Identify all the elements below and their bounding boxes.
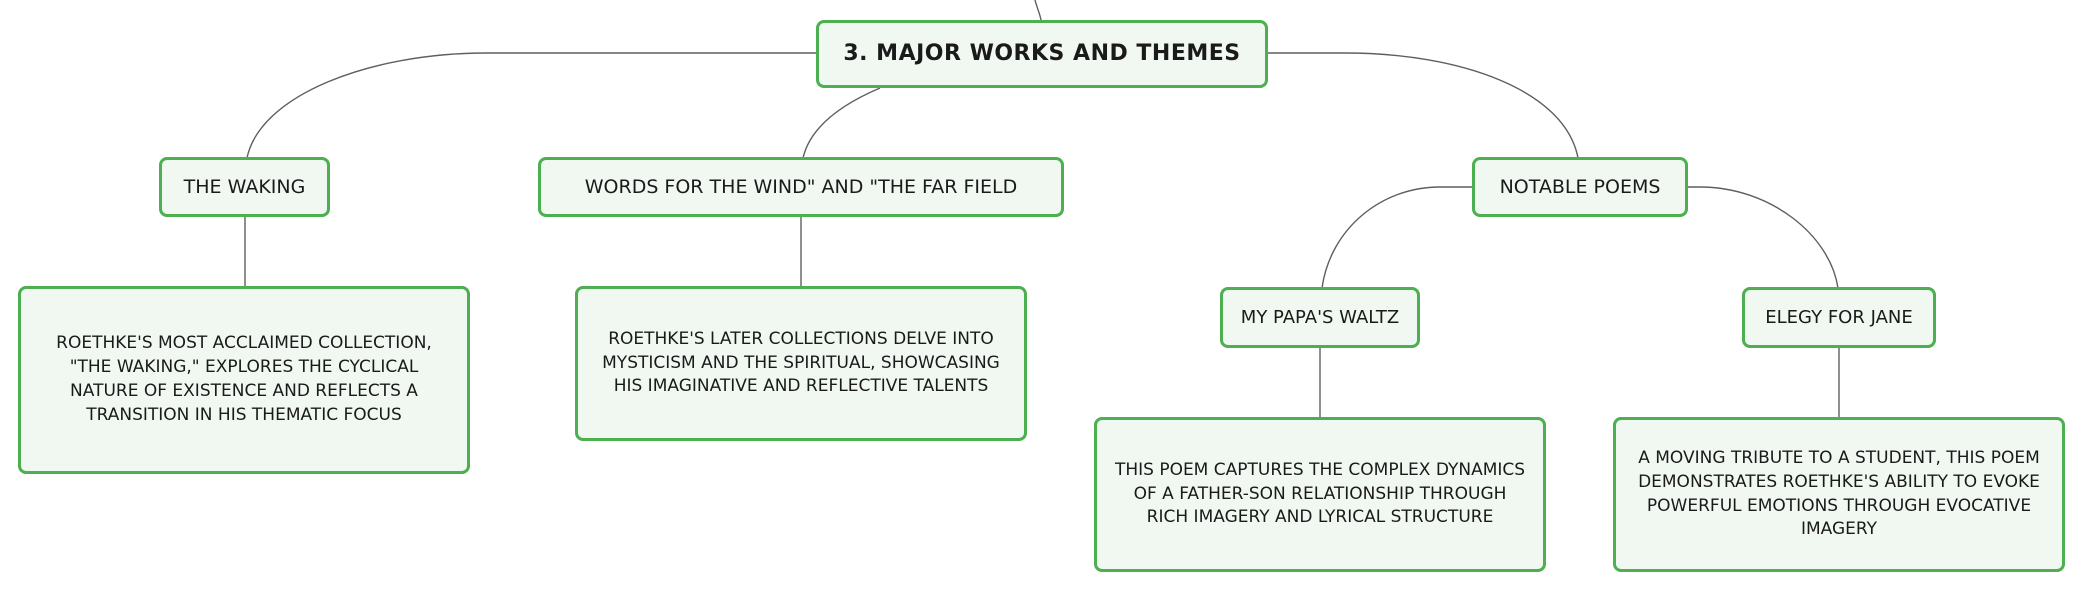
root-node-label: 3. MAJOR WORKS AND THEMES: [843, 40, 1241, 66]
description-node-my-papas-waltz[interactable]: THIS POEM CAPTURES THE COMPLEX DYNAMICS …: [1094, 417, 1546, 572]
subtopic-node-my-papas-waltz[interactable]: MY PAPA'S WALTZ: [1220, 287, 1420, 348]
subtopic-node-elegy-for-jane[interactable]: ELEGY FOR JANE: [1742, 287, 1936, 348]
topic-node-label: THE WAKING: [183, 175, 306, 198]
description-node-words-for-the-wind[interactable]: ROETHKE'S LATER COLLECTIONS DELVE INTO M…: [575, 286, 1027, 441]
connector-root-to-notable-poems: [1268, 52, 1579, 159]
topic-node-label: NOTABLE POEMS: [1499, 175, 1661, 198]
topic-node-label: WORDS FOR THE WIND" AND "THE FAR FIELD: [584, 175, 1018, 198]
connector-parent-to-root: [1034, 0, 1042, 21]
topic-node-words-for-the-wind[interactable]: WORDS FOR THE WIND" AND "THE FAR FIELD: [538, 157, 1064, 217]
root-node-major-works-and-themes[interactable]: 3. MAJOR WORKS AND THEMES: [816, 20, 1268, 88]
subtopic-node-label: MY PAPA'S WALTZ: [1240, 306, 1400, 328]
subtopic-node-label: ELEGY FOR JANE: [1765, 306, 1913, 328]
connector-notable-poems-to-elegy-for-jane: [1686, 186, 1839, 289]
topic-node-notable-poems[interactable]: NOTABLE POEMS: [1472, 157, 1688, 217]
description-node-elegy-for-jane[interactable]: A MOVING TRIBUTE TO A STUDENT, THIS POEM…: [1613, 417, 2065, 572]
connector-root-to-words-for-the-wind: [802, 87, 881, 159]
description-text: ROETHKE'S LATER COLLECTIONS DELVE INTO M…: [602, 328, 1000, 397]
description-text: ROETHKE'S MOST ACCLAIMED COLLECTION, "TH…: [56, 333, 432, 425]
topic-node-the-waking[interactable]: THE WAKING: [159, 157, 330, 217]
description-text: A MOVING TRIBUTE TO A STUDENT, THIS POEM…: [1638, 447, 2040, 540]
connector-root-to-the-waking: [246, 52, 817, 159]
description-text: THIS POEM CAPTURES THE COMPLEX DYNAMICS …: [1114, 459, 1526, 528]
description-node-the-waking[interactable]: ROETHKE'S MOST ACCLAIMED COLLECTION, "TH…: [18, 286, 470, 474]
connector-notable-poems-to-my-papas-waltz: [1321, 186, 1474, 289]
